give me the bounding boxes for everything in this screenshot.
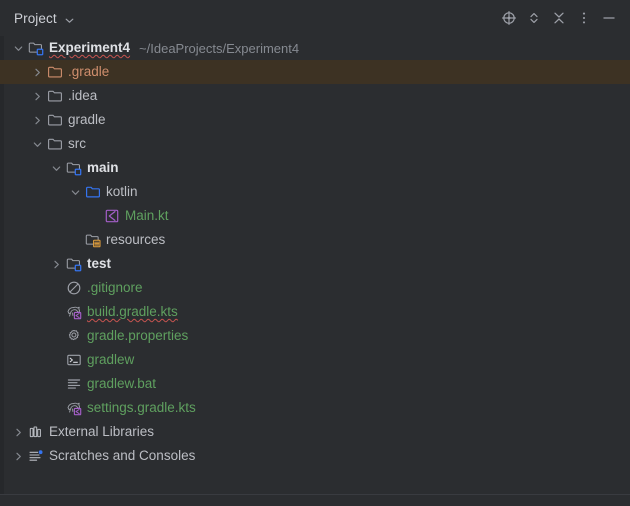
tree-node-label: .gitignore <box>87 280 143 295</box>
tree-node-gitignore[interactable]: .gitignore <box>0 276 630 300</box>
project-tree[interactable]: Experiment4 ~/IdeaProjects/Experiment4 .gr… <box>0 36 630 494</box>
tree-node-gradlew-bat[interactable]: gradlew.bat <box>0 372 630 396</box>
tree-node-label: kotlin <box>106 184 138 199</box>
tree-node-main-kt[interactable]: Main.kt <box>0 204 630 228</box>
twisty-collapsed-icon[interactable] <box>12 426 25 439</box>
module-folder-icon <box>66 256 82 272</box>
hide-tool-window-button[interactable] <box>598 7 620 29</box>
tree-node-gradle-properties[interactable]: gradle.properties <box>0 324 630 348</box>
tree-node-label: test <box>87 256 112 271</box>
collapse-all-button[interactable] <box>548 7 570 29</box>
tool-window-footer <box>0 494 630 506</box>
tool-window-title: Project <box>14 10 57 26</box>
tree-node-external-libraries[interactable]: External Libraries <box>0 420 630 444</box>
twisty-collapsed-icon[interactable] <box>31 114 44 127</box>
tree-node-label: gradle <box>68 112 106 127</box>
twisty-expanded-icon[interactable] <box>50 162 63 175</box>
tree-node-resources[interactable]: resources <box>0 228 630 252</box>
twisty-collapsed-icon[interactable] <box>31 66 44 79</box>
tree-node-label: settings.gradle.kts <box>87 400 196 415</box>
tree-node-scratches-and-consoles[interactable]: Scratches and Consoles <box>0 444 630 468</box>
properties-gear-icon <box>66 328 82 344</box>
gradle-kotlin-script-icon <box>66 304 82 320</box>
tool-window-title-group[interactable]: Project <box>0 11 75 26</box>
tree-node-build-gradle-kts[interactable]: build.gradle.kts <box>0 300 630 324</box>
kotlin-file-icon <box>104 208 120 224</box>
tree-node-label: External Libraries <box>49 424 155 439</box>
tree-node-label: gradle.properties <box>87 328 189 343</box>
tree-node-idea[interactable]: .idea <box>0 84 630 108</box>
tree-node-label: src <box>68 136 86 151</box>
tree-node-gradle[interactable]: .gradle <box>0 60 630 84</box>
tree-node-label: build.gradle.kts <box>87 304 178 319</box>
gradle-kotlin-script-icon <box>66 400 82 416</box>
tree-node-label: resources <box>106 232 166 247</box>
tree-node-label: .idea <box>68 88 98 103</box>
tree-node-test[interactable]: test <box>0 252 630 276</box>
twisty-expanded-icon[interactable] <box>31 138 44 151</box>
source-root-folder-icon <box>85 184 101 200</box>
twisty-expanded-icon[interactable] <box>12 42 25 55</box>
twisty-expanded-icon[interactable] <box>69 186 82 199</box>
module-folder-icon <box>28 40 44 56</box>
folder-icon-orange <box>47 64 63 80</box>
tool-window-actions <box>498 7 630 29</box>
tree-node-kotlin[interactable]: kotlin <box>0 180 630 204</box>
gitignore-circle-slash-icon <box>66 280 82 296</box>
twisty-collapsed-icon[interactable] <box>50 258 63 271</box>
tree-node-settings-gradle-kts[interactable]: settings.gradle.kts <box>0 396 630 420</box>
tree-node-path: ~/IdeaProjects/Experiment4 <box>139 40 300 56</box>
folder-icon <box>47 112 63 128</box>
select-opened-file-button[interactable] <box>498 7 520 29</box>
expand-collapse-chevrons-button[interactable] <box>523 7 545 29</box>
resources-folder-icon <box>85 232 101 248</box>
tree-node-label: Experiment4 <box>49 40 131 55</box>
external-libraries-icon <box>28 424 44 440</box>
more-options-button[interactable] <box>573 7 595 29</box>
tree-node-src[interactable]: src <box>0 132 630 156</box>
tree-node-experiment4[interactable]: Experiment4 ~/IdeaProjects/Experiment4 <box>0 36 630 60</box>
tree-node-gradle[interactable]: gradle <box>0 108 630 132</box>
folder-icon <box>47 88 63 104</box>
tree-node-gradlew[interactable]: gradlew <box>0 348 630 372</box>
twisty-collapsed-icon[interactable] <box>12 450 25 463</box>
tree-node-label: Scratches and Consoles <box>49 448 196 463</box>
tree-rows-container: Experiment4 ~/IdeaProjects/Experiment4 .gr… <box>0 36 630 468</box>
tree-node-label: gradlew <box>87 352 135 367</box>
shell-terminal-icon <box>66 352 82 368</box>
tree-node-main[interactable]: main <box>0 156 630 180</box>
tool-window-header: Project <box>0 0 630 36</box>
tree-node-label: gradlew.bat <box>87 376 157 391</box>
text-lines-icon <box>66 376 82 392</box>
tree-left-gutter <box>0 36 4 494</box>
scratches-consoles-icon <box>28 448 44 464</box>
folder-icon <box>47 136 63 152</box>
twisty-collapsed-icon[interactable] <box>31 90 44 103</box>
tree-node-label: main <box>87 160 119 175</box>
module-folder-icon <box>66 160 82 176</box>
chevron-down-icon[interactable] <box>64 13 75 24</box>
tree-node-label: .gradle <box>68 64 110 79</box>
tree-node-label: Main.kt <box>125 208 169 223</box>
